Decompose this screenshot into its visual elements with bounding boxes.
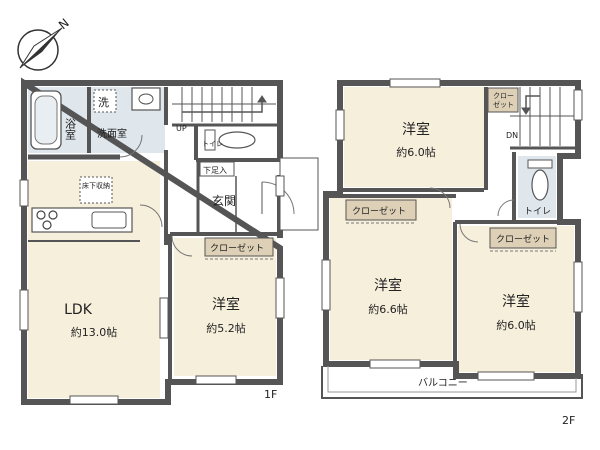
- windows-1f: [19, 175, 285, 405]
- closet-2f-c-label: クローゼット: [496, 233, 550, 245]
- floor-1-label: 1F: [264, 388, 277, 401]
- floor-1: UP 浴室 洗 洗面室 トイレ 下足入 玄関: [19, 77, 319, 405]
- western-2f-b-size: 約6.6帖: [368, 302, 408, 316]
- western-2f-a-name: 洋室: [402, 121, 430, 138]
- kitchen-counter: [31, 207, 133, 233]
- western-2f-c-size: 約6.0帖: [496, 318, 536, 332]
- toilet-2f-label: トイレ: [524, 207, 551, 217]
- washer-box: [93, 89, 117, 113]
- balcony-inner: [327, 366, 577, 393]
- text-line: ゼット: [493, 100, 514, 109]
- western-2f-c-name: 洋室: [502, 293, 530, 310]
- front-porch: [279, 157, 319, 231]
- western-2f-b-name: 洋室: [374, 277, 402, 294]
- closet-2f-small: [487, 87, 519, 113]
- front-door-swing: [261, 181, 295, 215]
- stairs-up-label: UP: [176, 124, 187, 133]
- shoe-box-label: 下足入: [203, 166, 227, 175]
- balcony-outline: [321, 366, 583, 399]
- windows-2f: [321, 78, 583, 381]
- closet-1f-label: クローゼット: [210, 242, 264, 254]
- door-swing-2f-c: [459, 223, 479, 243]
- compass: N: [17, 16, 72, 71]
- closet-2f-b-label: クローゼット: [352, 205, 406, 217]
- closet-2f-b: [345, 199, 417, 221]
- entrance-label: 玄関: [212, 193, 236, 208]
- washer-label: 洗: [98, 96, 109, 109]
- toilet-icon: [204, 129, 256, 151]
- balcony-label: バルコニー: [418, 377, 468, 389]
- text-line: クロー: [493, 92, 514, 100]
- western-2f-c-floor: [458, 226, 574, 372]
- western-1f-size: 約5.2帖: [206, 321, 246, 335]
- toilet-1f-label: トイレ: [202, 140, 223, 148]
- sink-icon: [131, 87, 161, 111]
- western-2f-a-size: 約6.0帖: [396, 145, 436, 159]
- floor-2: バルコニー DN クローゼット トイレ: [321, 78, 583, 427]
- compass-needle-tail: [19, 27, 63, 69]
- toilet-2f-icon: [527, 159, 553, 201]
- stairs-dn-label: DN: [506, 131, 518, 140]
- western-1f-floor: [174, 238, 276, 376]
- underfloor-storage-label: 床下収納: [82, 181, 110, 190]
- underfloor-storage-text: 床下収納: [82, 181, 110, 190]
- bathtub: [30, 90, 62, 150]
- western-2f-b-floor: [330, 198, 452, 360]
- closet-2f-small-text: クローゼット: [493, 92, 514, 109]
- bath-label: 浴室: [64, 118, 77, 140]
- ldk-size: 約13.0帖: [71, 325, 118, 339]
- closet-1f: [204, 237, 274, 257]
- shoe-box: [199, 161, 235, 177]
- door-swing-2f-toilet: [497, 199, 515, 217]
- door-swing-2f-a: [429, 187, 451, 209]
- closet-2f-small-label: クローゼット: [493, 92, 514, 109]
- closet-2f-c: [489, 227, 557, 249]
- door-swing-ldk: [139, 204, 163, 228]
- washroom-label: 洗面室: [97, 127, 127, 140]
- western-2f-a-floor: [344, 87, 484, 187]
- ldk-name: LDK: [64, 302, 93, 318]
- compass-ring: [17, 29, 59, 71]
- underfloor-storage-box: [79, 176, 113, 204]
- western-1f-name: 洋室: [212, 296, 240, 313]
- stairs-2f: [510, 87, 576, 146]
- door-swing-western: [171, 235, 193, 257]
- stairs-1f: [172, 87, 276, 122]
- floor-2-label: 2F: [562, 414, 575, 427]
- door-swing-wash: [119, 134, 143, 158]
